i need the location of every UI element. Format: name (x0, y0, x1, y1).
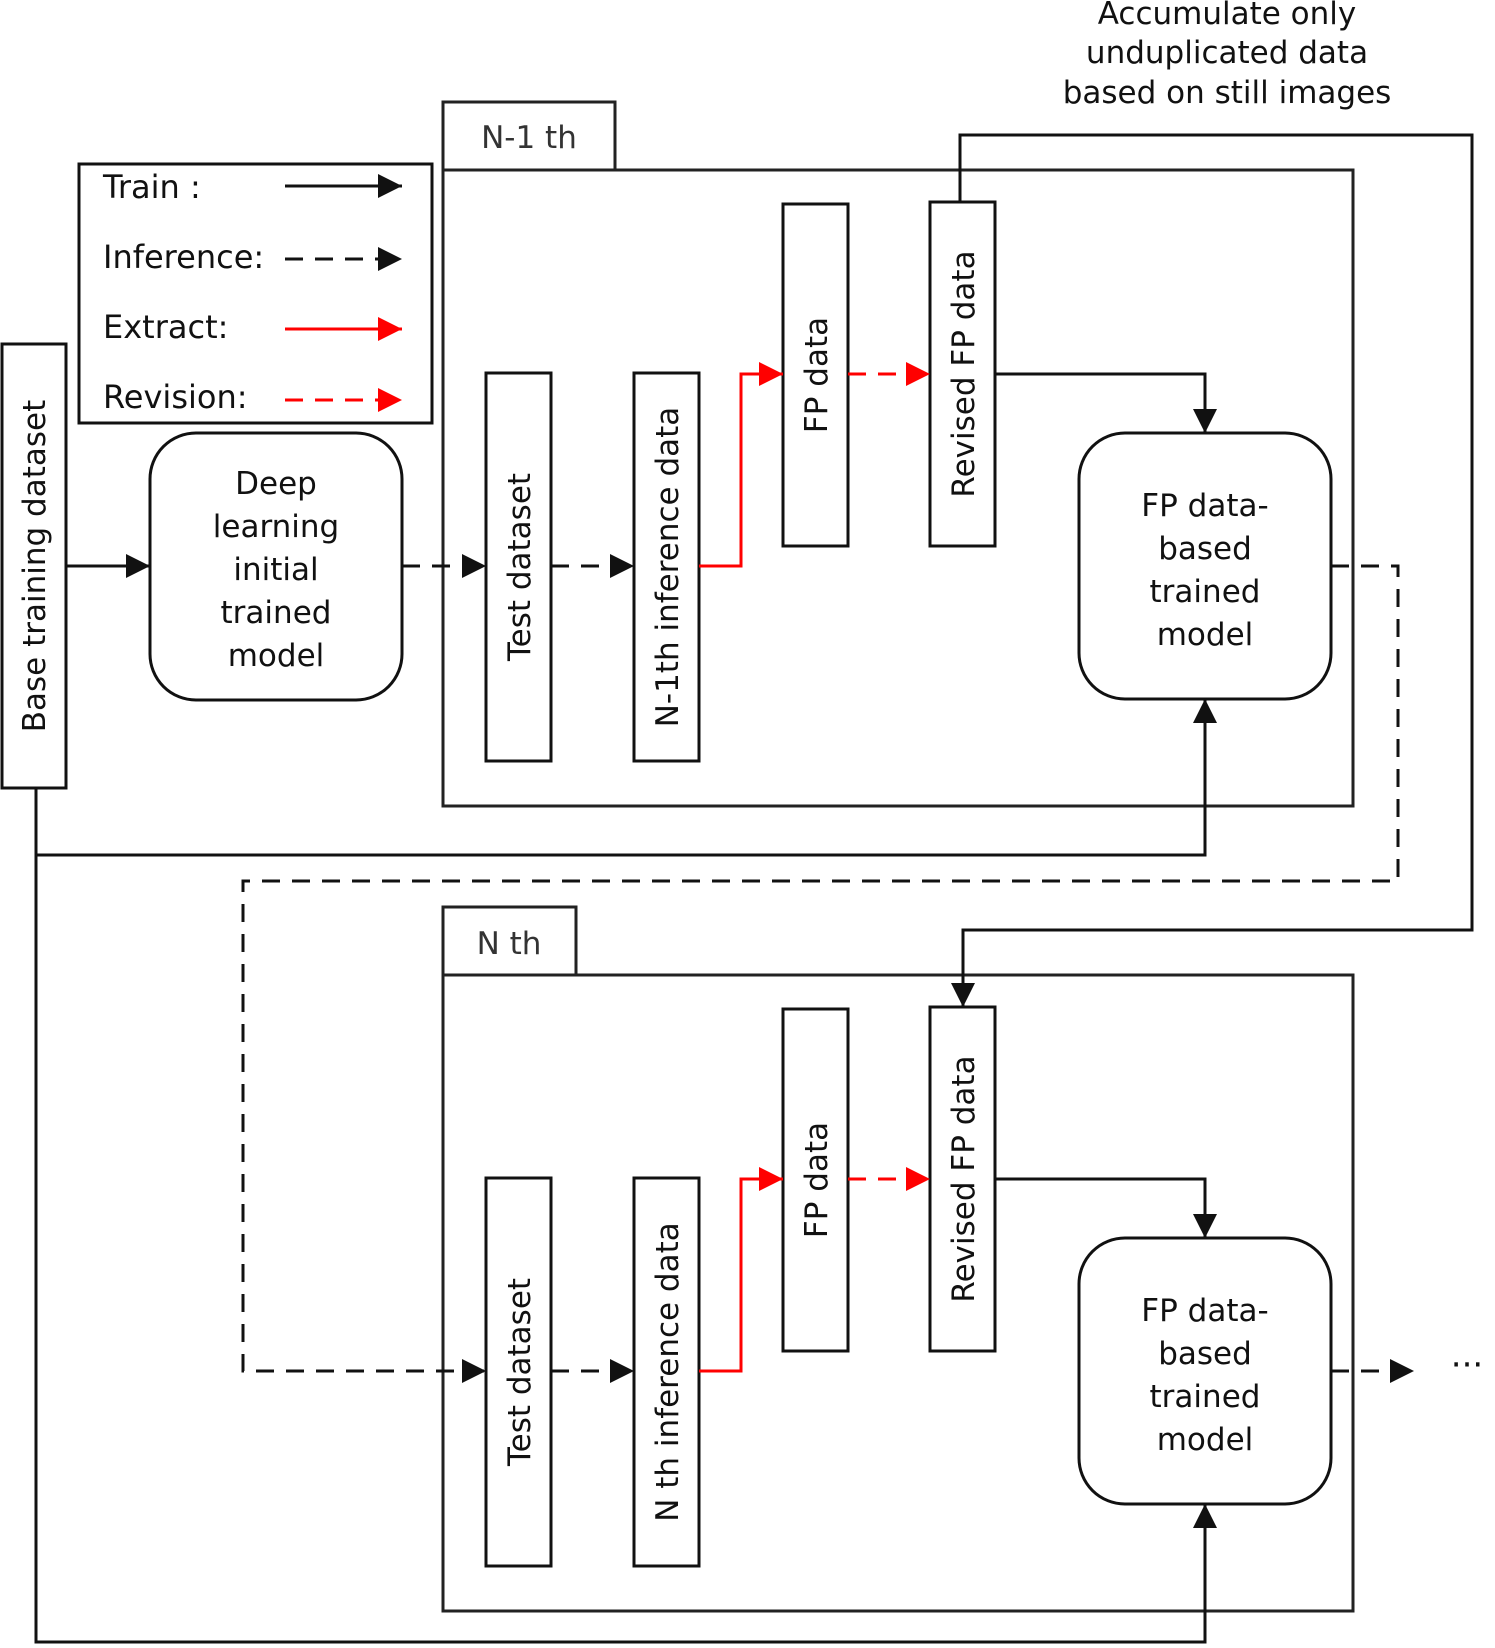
stage-n-1-inference-label: N-1th inference data (650, 407, 686, 728)
stage-n-1-model-line-4: model (1157, 617, 1254, 653)
stage-n-test-dataset (484, 1176, 553, 1568)
accumulate-note: Accumulate only unduplicated data based … (1063, 0, 1392, 111)
arrow-n1-extract (699, 362, 783, 568)
legend-revision-label: Revision: (103, 378, 248, 416)
arrow-n1-revised-to-model (995, 372, 1217, 433)
base-training-label: Base training dataset (17, 400, 53, 733)
stage-n-model-line-2: based (1158, 1336, 1252, 1372)
stage-n-fp-label: FP data (799, 1122, 835, 1238)
initial-model: Deep learning initial trained model (148, 431, 404, 702)
stage-n-1-frame (441, 168, 1355, 808)
stage-n-1-model-line-1: FP data- (1141, 488, 1268, 524)
stage-n-inference-data (632, 1176, 701, 1568)
stage-n-model-line-3: trained (1150, 1379, 1261, 1415)
initial-model-line-2: learning (213, 509, 339, 545)
continuation-ellipsis: ··· (1451, 1345, 1483, 1385)
arrow-base-to-n-model (34, 855, 1217, 1644)
legend: Train : Inference: Extract: Revision: (77, 162, 434, 425)
stage-n-1-tab-label: N-1 th (481, 120, 577, 156)
stage-n-revised-fp-data (928, 1005, 997, 1353)
arrow-n-extract (699, 1167, 783, 1373)
initial-model-line-3: initial (233, 552, 318, 588)
legend-box (77, 162, 434, 425)
note-line-1: Accumulate only (1098, 0, 1357, 32)
stage-n-1-model-line-2: based (1158, 531, 1252, 567)
stage-n-1-fp-label: FP data (799, 317, 835, 433)
stage-n-1-test-label: Test dataset (502, 473, 538, 662)
stage-n-1-revised-label: Revised FP data (946, 250, 982, 497)
stage-n-model-line-1: FP data- (1141, 1293, 1268, 1329)
stage-n-frame (441, 973, 1355, 1613)
stage-n-model-line-4: model (1157, 1422, 1254, 1458)
stage-n-1-test-dataset (484, 371, 553, 763)
base-training-dataset: Base training dataset (0, 342, 68, 790)
stage-n-tab-label: N th (477, 926, 542, 962)
stage-n-1-model-line-3: trained (1150, 574, 1261, 610)
stage-n: N th Test dataset N th inference data FP… (441, 905, 1355, 1613)
connectors (34, 133, 1474, 1644)
stage-n-revised-label: Revised FP data (946, 1055, 982, 1302)
arrow-accumulate-revised (951, 133, 1474, 1007)
stage-n-1: N-1 th Test dataset N-1th inference data… (441, 100, 1355, 808)
initial-model-line-4: trained (221, 595, 332, 631)
legend-train-label: Train : (102, 168, 201, 206)
legend-extract-label: Extract: (103, 308, 228, 346)
base-training-box (0, 342, 68, 790)
arrow-n-revised-to-model (995, 1177, 1217, 1238)
initial-model-line-1: Deep (235, 466, 317, 502)
stage-n-inference-label: N th inference data (650, 1222, 686, 1522)
note-line-3: based on still images (1063, 75, 1392, 111)
note-line-2: unduplicated data (1086, 35, 1368, 71)
legend-inference-label: Inference: (103, 238, 264, 276)
initial-model-line-5: model (228, 638, 325, 674)
stage-n-test-label: Test dataset (502, 1278, 538, 1467)
arrow-base-to-n1-model (34, 699, 1217, 857)
